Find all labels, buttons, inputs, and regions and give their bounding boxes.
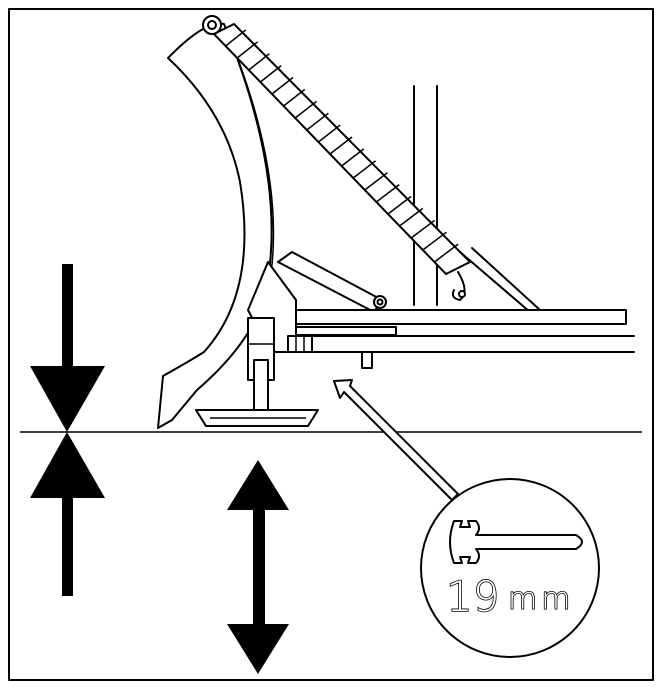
spring-coil <box>283 88 306 107</box>
spring-coil <box>317 124 341 143</box>
spring-coil <box>433 243 459 263</box>
skid-shoe <box>195 317 319 427</box>
tool-callout: 19 mm <box>420 478 600 658</box>
spring-coil <box>294 100 318 119</box>
frame-posts <box>413 85 438 306</box>
frame-rails <box>289 309 635 369</box>
spring-coil <box>399 207 424 227</box>
plow-blade <box>157 22 275 429</box>
spring-coil <box>375 184 400 203</box>
tension-spring <box>202 15 471 301</box>
spring-coil <box>306 112 329 131</box>
spring-coil <box>225 29 247 47</box>
diagram-frame <box>8 8 654 681</box>
wrench-size-number: 19 <box>446 572 499 621</box>
spring-coil <box>236 41 259 59</box>
spring-coil <box>364 172 388 191</box>
spring-coil <box>352 160 377 179</box>
adjustment-arrow <box>227 460 289 674</box>
spring-coil <box>410 219 436 239</box>
callout-circle <box>420 478 600 658</box>
spring-coil <box>341 148 365 167</box>
wrench-icon <box>449 520 583 564</box>
callout-leader <box>333 379 459 501</box>
spring-coil <box>259 65 282 83</box>
spring-coil <box>329 136 353 155</box>
clearance-arrows <box>30 264 105 596</box>
spring-coil <box>248 53 270 71</box>
spring-coil <box>422 231 447 251</box>
spring-coil <box>271 76 294 95</box>
spring-coil <box>387 195 412 215</box>
wrench-size-unit: mm <box>508 582 574 617</box>
diagonal-brace <box>459 247 541 313</box>
pivot-link <box>277 251 387 313</box>
